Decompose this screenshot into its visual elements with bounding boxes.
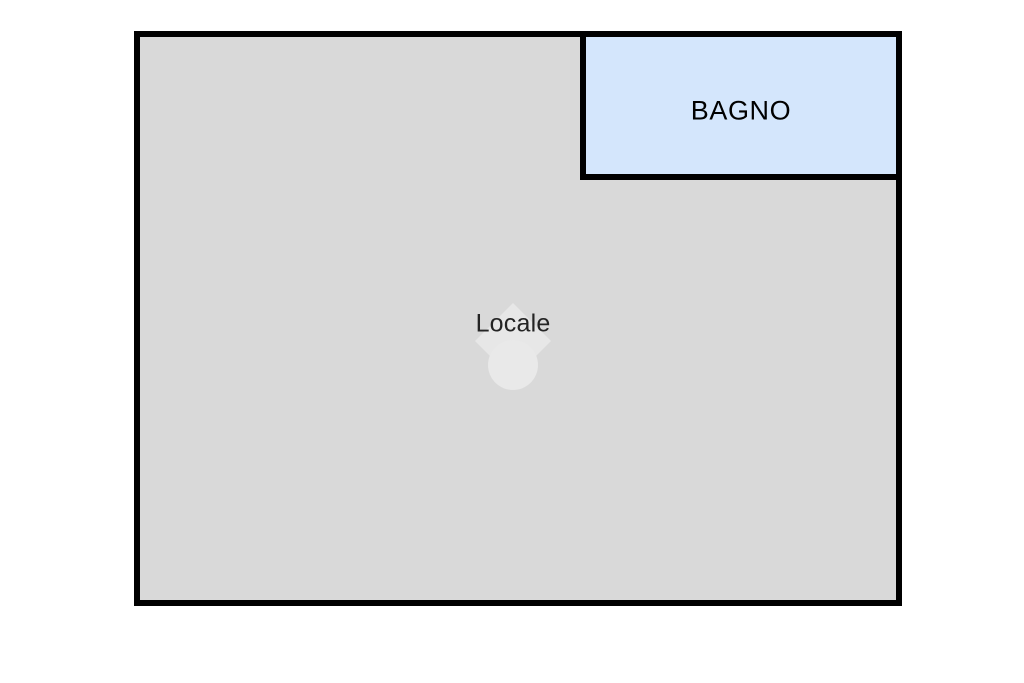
- diamond-circle-watermark: [475, 303, 551, 390]
- room-shape-bagno[interactable]: [583, 34, 899, 177]
- watermark-circle-icon: [488, 340, 538, 390]
- wall-outer-perimeter: [134, 31, 902, 606]
